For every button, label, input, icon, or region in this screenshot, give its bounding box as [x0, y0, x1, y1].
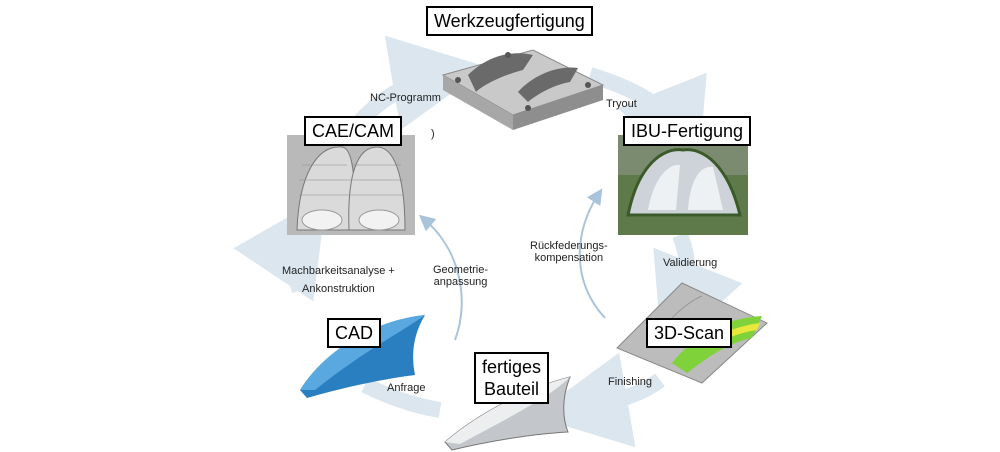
fertiges-bauteil-box: fertiges Bauteil [474, 352, 550, 404]
cad-model-image [300, 315, 425, 398]
label-anfrage: Anfrage [387, 382, 426, 394]
label-nc-programm: NC-Programm [370, 92, 441, 104]
label-tryout: Tryout [606, 98, 637, 110]
werkzeug-tool-image [441, 49, 605, 130]
ibu-fertigung-box: IBU-Fertigung [623, 116, 752, 146]
werkzeugfertigung-box: Werkzeugfertigung [426, 6, 593, 36]
cycle-arrow-lower-left [361, 377, 442, 418]
label-stray-mark: ) [431, 128, 435, 140]
fertiges-bauteil-line1: fertiges [482, 357, 542, 377]
label-geometrieanpassung: Geometrie- anpassung [433, 264, 488, 288]
label-rueckfederung-line2: kompensation [534, 252, 604, 264]
label-validierung: Validierung [663, 257, 718, 269]
label-machbarkeitsanalyse: Machbarkeitsanalyse + Ankonstruktion [282, 262, 395, 298]
fertiges-bauteil-line2: Bauteil [483, 379, 540, 399]
geometrie-feedback-arrow [418, 214, 463, 341]
label-finishing: Finishing [608, 376, 653, 388]
cad-box: CAD [327, 318, 382, 348]
caecam-box: CAE/CAM [304, 116, 403, 146]
label-geometrie-line1: Geometrie- [433, 264, 489, 276]
cycle-arrow-left [233, 195, 327, 302]
cycle-arrow-lower-right [532, 352, 665, 448]
rueckfederung-feedback-arrow [578, 188, 606, 319]
label-geometrie-line2: anpassung [433, 276, 488, 288]
label-machbarkeit-line1: Machbarkeitsanalyse + [282, 265, 395, 277]
label-rueckfederungskompensation: Rückfederungs- kompensation [530, 240, 608, 264]
ibu-fertigung-image [618, 135, 748, 235]
caecam-image [287, 135, 415, 235]
label-machbarkeit-line2: Ankonstruktion [302, 283, 375, 295]
label-rueckfederung-line1: Rückfederungs- [530, 240, 608, 252]
scan-3d-box: 3D-Scan [646, 318, 733, 348]
